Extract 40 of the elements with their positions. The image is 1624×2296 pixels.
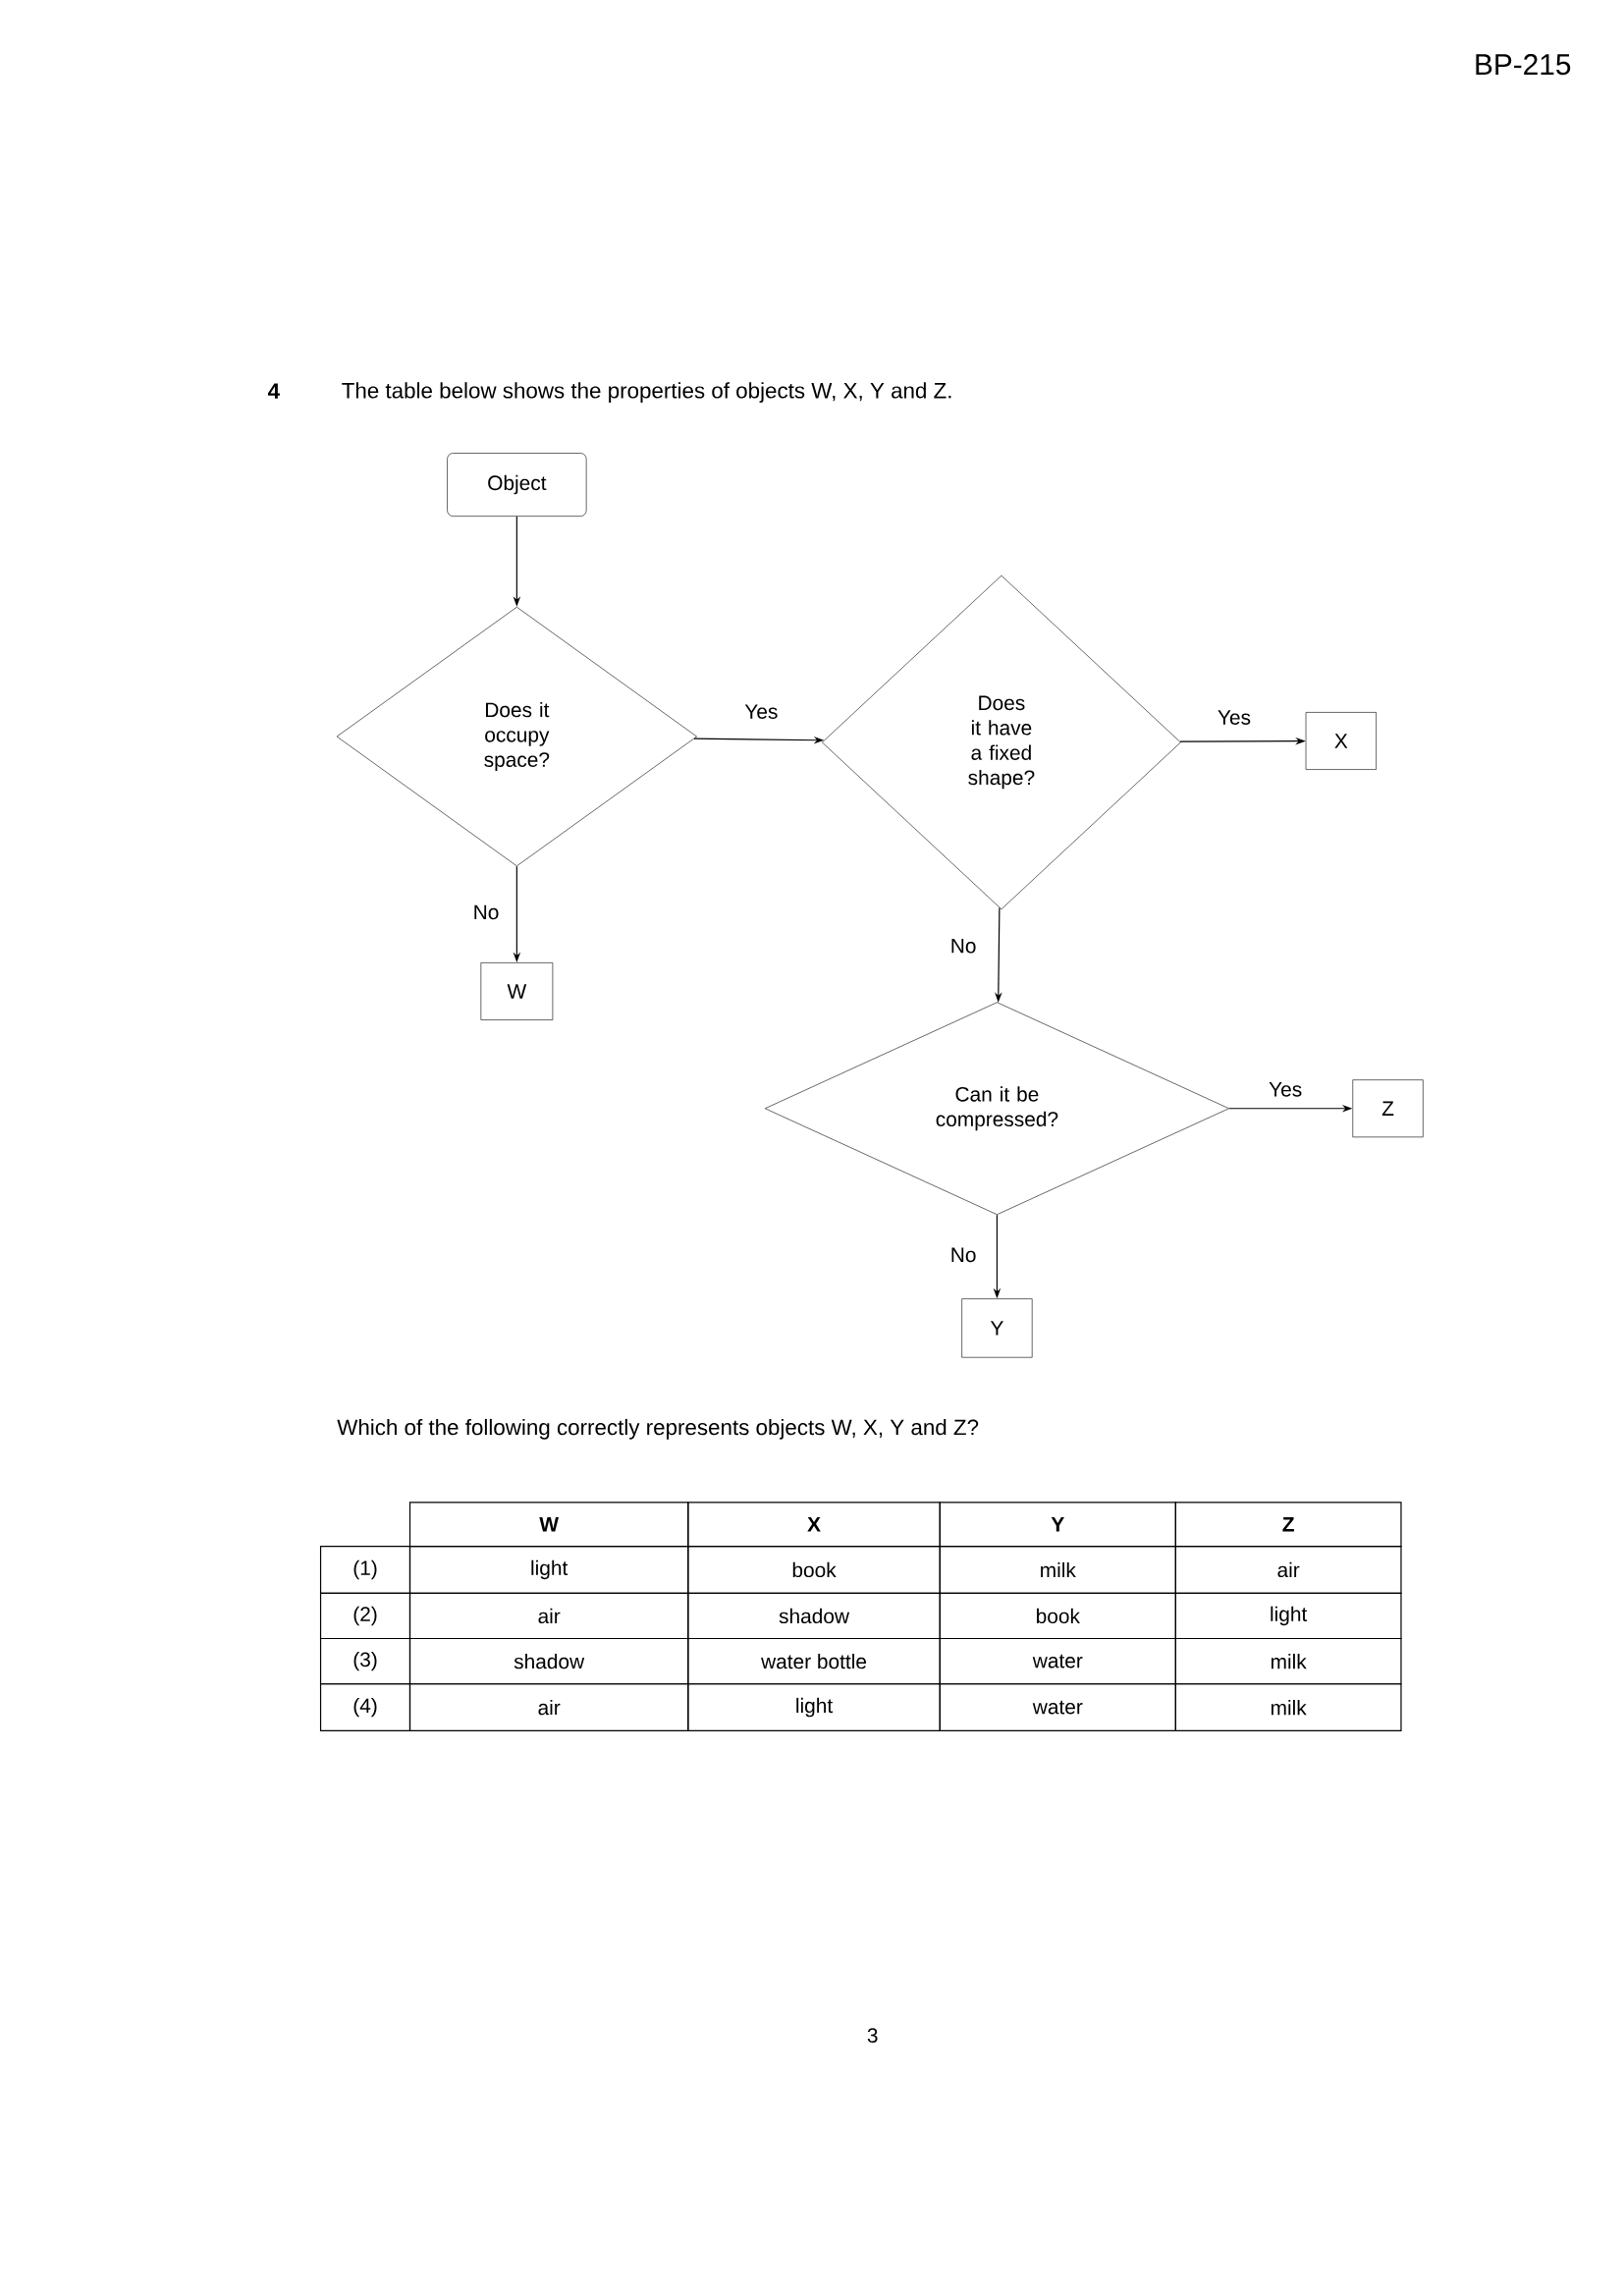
- table-cell: air: [1174, 1546, 1402, 1594]
- table-cell: (3): [320, 1637, 411, 1685]
- table-cell: Z: [1174, 1502, 1402, 1548]
- table-cell: air: [409, 1592, 689, 1640]
- table-cell: X: [687, 1502, 942, 1548]
- page-code: BP-215: [1476, 54, 1571, 76]
- edge-label: No: [948, 937, 979, 955]
- table-cell: water: [939, 1683, 1177, 1732]
- result-box: W: [480, 962, 554, 1020]
- table-cell: air: [409, 1683, 689, 1732]
- table-cell: light: [409, 1546, 689, 1594]
- table-cell: W: [409, 1502, 689, 1548]
- table-cell: milk: [1174, 1637, 1402, 1685]
- question-text: The table below shows the properties of objects W, X, Y and Z.: [342, 382, 951, 404]
- table-cell: water: [939, 1637, 1177, 1685]
- edge-label: No: [948, 1246, 979, 1264]
- table-cell: (4): [320, 1683, 411, 1732]
- result-box: X: [1305, 712, 1378, 770]
- table-cell: shadow: [687, 1592, 942, 1640]
- table-cell: light: [1174, 1592, 1402, 1640]
- table-cell: Y: [939, 1502, 1177, 1548]
- edge-label: Yes: [743, 702, 781, 721]
- table-cell: book: [687, 1546, 942, 1594]
- page-number: 3: [867, 2028, 878, 2043]
- question-number: 4: [268, 383, 281, 399]
- table-cell: (1): [320, 1546, 411, 1594]
- result-box: Y: [961, 1298, 1033, 1358]
- table-cell: (2): [320, 1592, 411, 1640]
- edge-label: No: [471, 903, 502, 921]
- edge-label: Yes: [1216, 708, 1253, 727]
- question-text: Which of the following correctly represents objects W, X, Y and Z?: [337, 1418, 979, 1440]
- table-cell: light: [687, 1683, 942, 1732]
- table-cell: milk: [939, 1546, 1177, 1594]
- table-cell: shadow: [409, 1637, 689, 1685]
- table-cell: milk: [1174, 1683, 1402, 1732]
- table-cell: book: [939, 1592, 1177, 1640]
- table-cell: water bottle: [687, 1637, 942, 1685]
- edge-label: Yes: [1267, 1080, 1304, 1099]
- result-box: Z: [1352, 1079, 1424, 1138]
- start-box: Object: [447, 453, 587, 517]
